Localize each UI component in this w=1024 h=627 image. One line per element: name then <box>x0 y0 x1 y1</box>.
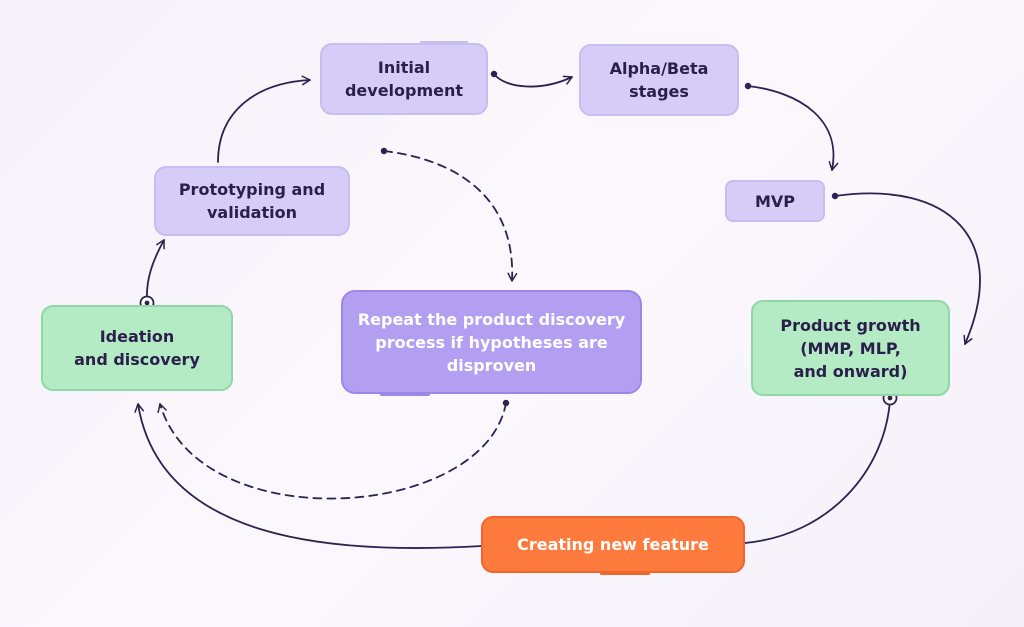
dot-mvp-out <box>831 192 839 200</box>
node-tab-accent <box>600 572 650 575</box>
node-mvp: MVP <box>725 180 825 222</box>
arrow-growth-to-feature <box>744 399 891 544</box>
dot-initial-out <box>490 70 498 78</box>
node-ideation-discovery: Ideation and discovery <box>41 305 233 391</box>
arrow-mvp-to-growth <box>834 192 981 345</box>
node-repeat-discovery: Repeat the product discovery process if … <box>341 290 642 394</box>
arrow-prototyping-to-initial <box>217 75 311 163</box>
arrow-ideation-to-prototyping <box>146 239 165 301</box>
node-tab-accent <box>380 393 430 396</box>
node-tab-accent <box>420 41 468 44</box>
dot-initial-dashed-start <box>380 147 388 155</box>
node-product-growth: Product growth (MMP, MLP, and onward) <box>751 300 950 396</box>
dot-alpha-out <box>744 82 752 90</box>
arrow-initial-to-repeat-dashed <box>383 150 518 282</box>
dot-repeat-out <box>502 399 510 407</box>
arrow-alpha-to-mvp <box>747 85 839 171</box>
node-prototyping-validation: Prototyping and validation <box>154 166 350 236</box>
arrow-initial-to-alpha <box>493 73 573 88</box>
node-initial-development: Initial development <box>320 43 488 115</box>
arrow-feature-to-ideation <box>134 403 483 549</box>
arrow-repeat-to-ideation-dashed <box>157 402 507 500</box>
node-creating-new-feature: Creating new feature <box>481 516 745 573</box>
node-alpha-beta-stages: Alpha/Beta stages <box>579 44 739 116</box>
